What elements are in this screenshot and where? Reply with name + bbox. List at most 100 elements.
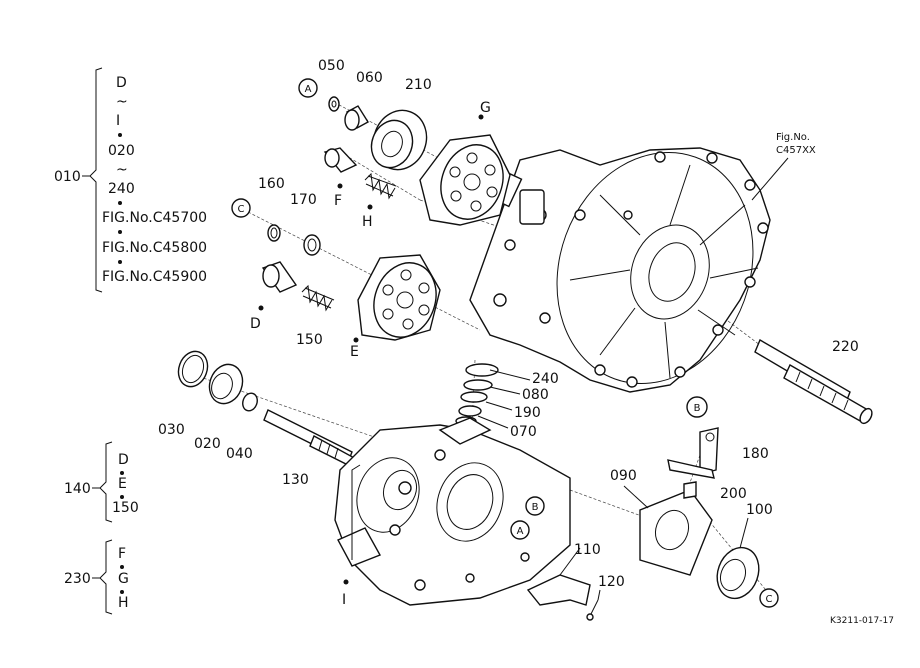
circled-references: A C B B A C <box>231 78 779 608</box>
part-110-bracket <box>526 547 591 606</box>
svg-text:C: C <box>766 594 773 605</box>
group-010-line-4: 020 <box>108 143 135 159</box>
part-170-spring-retainer <box>303 234 321 256</box>
group-140-dot <box>120 495 124 499</box>
callout-labels: 050 060 210 G 160 170 F H D 150 E 220 24… <box>158 58 859 608</box>
label-H: H <box>362 214 373 230</box>
part-210-bearing <box>370 109 428 171</box>
svg-text:B: B <box>694 403 701 414</box>
group-010-dot <box>118 201 122 205</box>
group-010-dot <box>118 260 122 264</box>
part-E-rotor <box>357 254 441 341</box>
label-020: 020 <box>194 436 221 452</box>
label-E: E <box>350 344 359 360</box>
location-dots <box>258 114 484 585</box>
group-010-code: 010 <box>54 169 81 185</box>
part-180-lever <box>667 427 719 479</box>
label-100: 100 <box>746 502 773 518</box>
group-010-line-8: FIG.No.C45800 <box>102 240 207 256</box>
part-060-collar <box>344 105 369 131</box>
label-130: 130 <box>282 472 309 488</box>
part-160-ring <box>267 224 281 242</box>
group-010-line-6: 240 <box>108 181 135 197</box>
part-150-spring <box>301 284 335 312</box>
group-010-line-3: I <box>116 113 120 129</box>
group-010-line-5: ~ <box>116 162 128 178</box>
part-H-spring <box>364 172 397 200</box>
lower-case-body <box>334 417 571 606</box>
transmission-housing <box>469 147 771 393</box>
label-080: 080 <box>522 387 549 403</box>
svg-text:A: A <box>517 526 524 537</box>
part-020-bearing <box>208 363 244 405</box>
circled-B-case: B <box>525 496 545 516</box>
label-060: 060 <box>356 70 383 86</box>
circled-C-bottom: C <box>759 588 779 608</box>
label-070: 070 <box>510 424 537 440</box>
group-230-line-1: F <box>118 546 126 562</box>
circled-B-right: B <box>686 396 708 418</box>
group-140-line-1: D <box>118 452 129 468</box>
part-050-washer <box>328 96 340 112</box>
label-150: 150 <box>296 332 323 348</box>
group-230-bracket: 230 F G H <box>64 539 129 615</box>
part-040-circlip <box>242 392 258 412</box>
label-050: 050 <box>318 58 345 74</box>
svg-text:A: A <box>305 84 312 95</box>
label-180: 180 <box>742 446 769 462</box>
part-220-shaft <box>754 338 873 425</box>
label-D: D <box>250 316 261 332</box>
fig-ref-line-1: Fig.No. <box>776 132 810 143</box>
label-040: 040 <box>226 446 253 462</box>
circled-A-top: A <box>298 78 318 98</box>
part-G-rotor <box>419 134 511 226</box>
group-010-dot <box>118 230 122 234</box>
label-030: 030 <box>158 422 185 438</box>
group-010-line-1: D <box>116 75 127 91</box>
label-F: F <box>334 193 342 209</box>
label-190: 190 <box>514 405 541 421</box>
group-140-line-3: 150 <box>112 500 139 516</box>
part-130-shaft <box>263 409 359 469</box>
group-010-dot <box>118 133 122 137</box>
part-stack-240-070 <box>455 363 531 429</box>
group-230-dot <box>120 590 124 594</box>
circled-A-case: A <box>510 520 530 540</box>
label-210: 210 <box>405 77 432 93</box>
group-140-bracket: 140 D E 150 <box>64 441 139 523</box>
circled-C-left: C <box>231 198 251 218</box>
group-140-code: 140 <box>64 481 91 497</box>
label-I: I <box>342 592 346 608</box>
part-100-seal <box>716 546 760 600</box>
group-140-dot <box>120 471 124 475</box>
housing-ribs <box>569 164 759 379</box>
part-F-pin <box>323 147 358 173</box>
group-230-line-3: H <box>118 595 129 611</box>
label-240: 240 <box>532 371 559 387</box>
group-010-line-9: FIG.No.C45900 <box>102 269 207 285</box>
label-090: 090 <box>610 468 637 484</box>
group-010-line-7: FIG.No.C45700 <box>102 210 207 226</box>
label-160: 160 <box>258 176 285 192</box>
label-120: 120 <box>598 574 625 590</box>
svg-text:C: C <box>238 204 245 215</box>
drawing-code: K3211-017-17 <box>830 616 894 626</box>
fig-ref-line-2: C457XX <box>776 145 816 156</box>
group-230-dot <box>120 565 124 569</box>
label-110: 110 <box>574 542 601 558</box>
label-200: 200 <box>720 486 747 502</box>
part-120-screw <box>586 599 599 621</box>
label-220: 220 <box>832 339 859 355</box>
svg-text:B: B <box>532 502 539 513</box>
part-D-pin <box>261 261 298 293</box>
group-230-line-2: G <box>118 571 129 587</box>
part-090-block <box>639 489 713 576</box>
part-030-snap-ring <box>177 350 209 388</box>
figure-reference: Fig.No. C457XX <box>751 132 816 201</box>
label-170: 170 <box>290 192 317 208</box>
label-G: G <box>480 100 491 116</box>
part-200-plug <box>683 481 697 499</box>
group-140-line-2: E <box>118 476 127 492</box>
group-230-code: 230 <box>64 571 91 587</box>
